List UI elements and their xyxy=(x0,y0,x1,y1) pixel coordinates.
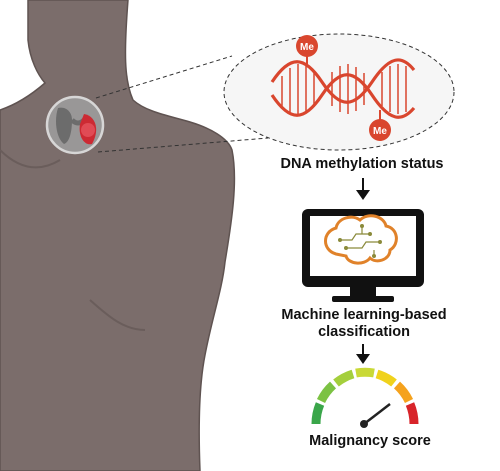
gauge-meter-icon xyxy=(311,367,419,428)
dna-methylation-label: DNA methylation status xyxy=(280,156,444,172)
human-torso-icon xyxy=(0,0,236,471)
ml-label-line2: classification xyxy=(318,324,410,340)
methyl-marker-top: Me xyxy=(296,35,318,66)
gauge-needle xyxy=(363,403,391,425)
malignancy-score-label: Malignancy score xyxy=(309,433,431,449)
thyroid-icon xyxy=(45,95,105,155)
ml-classification-label: Machine learning-based classification xyxy=(252,307,476,341)
brain-circuit-icon xyxy=(324,214,398,265)
arrow-down-2 xyxy=(356,344,370,364)
computer-monitor-icon xyxy=(302,209,424,302)
methyl-label-top: Me xyxy=(300,42,314,53)
arrow-down-1 xyxy=(356,178,370,200)
methyl-marker-bottom: Me xyxy=(369,110,391,141)
ml-label-line1: Machine learning-based xyxy=(281,307,447,323)
dna-double-helix-icon xyxy=(270,58,416,119)
methyl-label-bottom: Me xyxy=(373,126,387,137)
